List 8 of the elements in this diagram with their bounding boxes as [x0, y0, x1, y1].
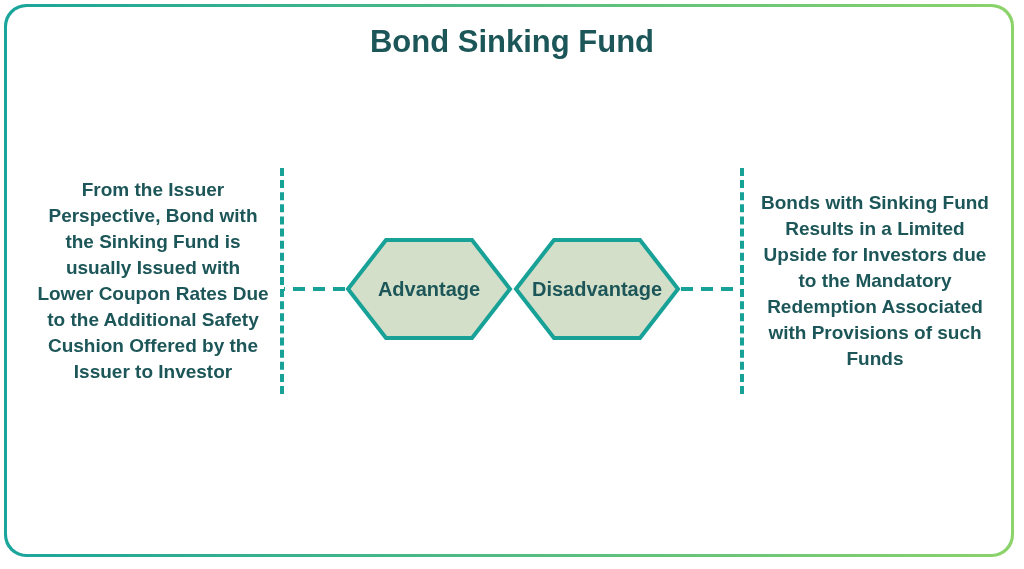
description-text: Bonds with Sinking Fund Results in a Limited Upside for Investors due to the Mandatory Redemption Associated with Provisions of such Funds — [760, 191, 990, 371]
hexagon-shape — [513, 237, 681, 341]
dashed-connector — [284, 287, 345, 291]
title: Bond Sinking Fund — [368, 24, 656, 60]
description-text: From the Issuer Perspective, Bond with the Sinking Fund is usually Issued with Lower Coupon Rates Due to the Additional Safety Cushion Offered by the Issuer to Investor — [36, 178, 270, 384]
hexagon-label: Disadvantage — [531, 277, 663, 301]
hexagon-label: Advantage — [377, 277, 481, 301]
hexagon-shape — [345, 237, 513, 341]
